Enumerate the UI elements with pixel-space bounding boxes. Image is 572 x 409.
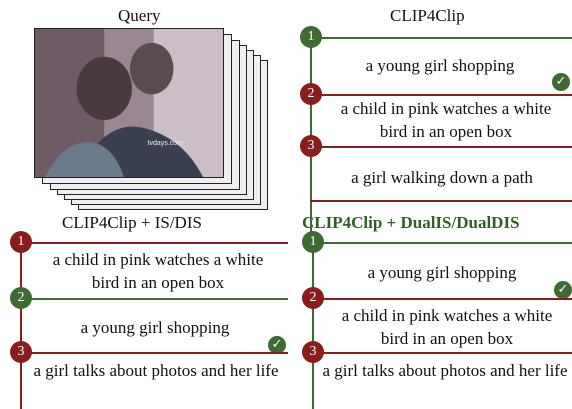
checkmark-icon: ✓	[268, 336, 286, 354]
rank-row: 2	[10, 287, 288, 309]
panel-axis	[312, 242, 314, 409]
result-caption: a child in pink watches a white bird in …	[52, 250, 264, 292]
result-caption: a girl talks about photos and her life	[33, 361, 279, 380]
rank-line	[310, 146, 572, 148]
rank-badge: 1	[300, 26, 322, 48]
result-caption: a young girl shopping	[365, 56, 515, 75]
rank-line	[310, 94, 572, 96]
rank-row: 1	[300, 26, 572, 48]
rank-row: 3	[300, 135, 572, 157]
rank-line	[310, 37, 572, 39]
rank-badge: 2	[302, 287, 324, 309]
rank-badge: 1	[10, 231, 32, 253]
isdis-title: CLIP4Clip + IS/DIS	[62, 213, 202, 232]
video-frame-image	[35, 29, 223, 178]
rank-row: 3	[10, 341, 288, 363]
rank-row: 1	[10, 231, 288, 253]
result-caption: a child in pink watches a white bird in …	[340, 99, 552, 141]
rank-badge: 3	[302, 341, 324, 363]
watermark: tvdays.com	[147, 140, 183, 147]
panel-axis	[20, 242, 22, 409]
rank-line	[310, 200, 572, 202]
rank-badge: 2	[10, 287, 32, 309]
query-title: Query	[118, 6, 161, 25]
checkmark-icon: ✓	[554, 281, 572, 299]
query-video-stack: tvdays.com	[34, 28, 270, 210]
rank-line	[312, 242, 572, 244]
rank-row: 2	[300, 83, 572, 105]
rank-badge: 2	[300, 83, 322, 105]
rank-line	[20, 352, 288, 354]
result-caption: a young girl shopping	[80, 318, 230, 337]
rank-line	[312, 352, 572, 354]
rank-badge: 1	[302, 231, 324, 253]
dualis-title: CLIP4Clip + DualIS/DualDIS	[302, 213, 520, 232]
clip4clip-title: CLIP4Clip	[390, 6, 465, 25]
result-caption: a young girl shopping	[367, 263, 517, 282]
result-caption: a girl talks about photos and her life	[322, 361, 568, 380]
rank-line	[312, 298, 572, 300]
rank-row: 2	[302, 287, 572, 309]
rank-badge: 3	[10, 341, 32, 363]
rank-end	[310, 200, 572, 202]
rank-line	[20, 298, 288, 300]
rank-badge: 3	[300, 135, 322, 157]
result-caption: a girl walking down a path	[351, 168, 533, 187]
result-caption: a child in pink watches a white bird in …	[341, 306, 553, 348]
checkmark-icon: ✓	[552, 73, 570, 91]
rank-row: 3	[302, 341, 572, 363]
rank-line	[20, 242, 288, 244]
query-video-frame: tvdays.com	[34, 28, 224, 178]
rank-row: 1	[302, 231, 572, 253]
